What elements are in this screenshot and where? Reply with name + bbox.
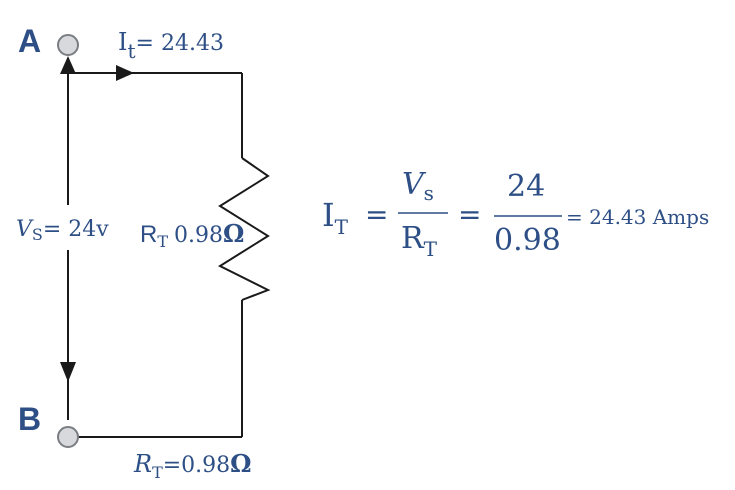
equation-eq2: =: [458, 198, 481, 231]
current-arrow-icon: [116, 65, 134, 81]
terminal-b: [57, 426, 79, 448]
resistor-zigzag: [217, 157, 271, 301]
terminal-a: [57, 34, 79, 56]
source-voltage-label: VS= 24v: [16, 217, 109, 244]
node-a-label: A: [18, 23, 41, 59]
fraction2-numerator: 24: [507, 169, 545, 204]
node-b-label: B: [18, 401, 41, 437]
arrow-down-head: [60, 362, 76, 382]
total-resistance-label: RT=0.98Ω: [133, 449, 252, 482]
arrow-up-head: [60, 56, 76, 74]
fraction1-denominator: RT: [401, 221, 438, 261]
equation-eq1: =: [365, 198, 388, 231]
equation-result: = 24.43 Amps: [566, 205, 709, 229]
ohms-law-equation: IT = Vs RT = 24 0.98 = 24.43 Amps: [322, 167, 709, 261]
equation-lhs: IT: [322, 196, 349, 239]
fraction1-numerator: Vs: [402, 167, 434, 205]
current-label: It= 24.43: [118, 28, 224, 63]
fraction2-denominator: 0.98: [494, 223, 561, 258]
